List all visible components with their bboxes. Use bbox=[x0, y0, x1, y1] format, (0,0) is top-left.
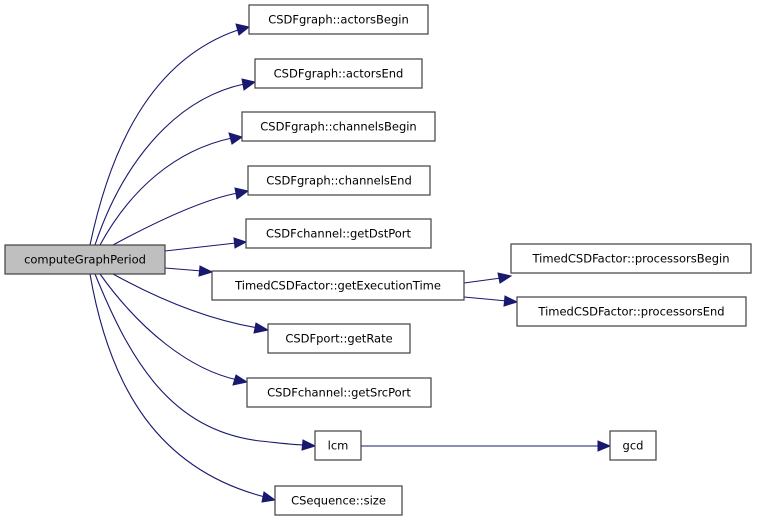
node-label: TimedCSDFactor::processorsEnd bbox=[537, 305, 724, 319]
node-label: TimedCSDFactor::getExecutionTime bbox=[234, 279, 441, 293]
arrowhead-icon bbox=[261, 491, 277, 503]
arrowhead-icon bbox=[301, 439, 317, 451]
edge-getExecutionTime-to-processorsEnd bbox=[463, 295, 519, 307]
edge-root-to-channelsBegin bbox=[99, 132, 244, 246]
arrowhead-icon bbox=[241, 78, 257, 91]
arrowhead-icon bbox=[597, 440, 612, 452]
edge-root-to-lcm bbox=[94, 273, 317, 451]
edge-root-to-size bbox=[89, 273, 277, 503]
node-label: CSDFchannel::getSrcPort bbox=[267, 386, 411, 400]
edge-root-to-getExecutionTime bbox=[164, 265, 214, 277]
edge-root-to-getDstPort bbox=[164, 237, 248, 252]
edge-root-to-channelsEnd bbox=[112, 187, 250, 246]
node-getRate[interactable]: CSDFport::getRate bbox=[267, 323, 411, 354]
node-channelsBegin[interactable]: CSDFgraph::channelsBegin bbox=[241, 111, 436, 142]
arrowhead-icon bbox=[228, 132, 244, 145]
node-getDstPort[interactable]: CSDFchannel::getDstPort bbox=[245, 218, 432, 249]
edge-root-to-actorsEnd bbox=[94, 78, 257, 246]
node-getExecutionTime[interactable]: TimedCSDFactor::getExecutionTime bbox=[211, 270, 465, 301]
node-actorsBegin[interactable]: CSDFgraph::actorsBegin bbox=[248, 4, 429, 35]
node-label: TimedCSDFactor::processorsBegin bbox=[531, 252, 729, 266]
node-label: CSDFgraph::actorsEnd bbox=[274, 67, 404, 81]
node-label: CSDFchannel::getDstPort bbox=[266, 227, 412, 241]
node-channelsEnd[interactable]: CSDFgraph::channelsEnd bbox=[247, 165, 431, 196]
node-actorsEnd[interactable]: CSDFgraph::actorsEnd bbox=[254, 58, 423, 89]
edge-root-to-actorsBegin bbox=[89, 23, 251, 246]
arrowhead-icon bbox=[235, 23, 251, 36]
node-label: CSequence::size bbox=[291, 494, 386, 508]
arrowhead-icon bbox=[234, 187, 250, 200]
arrowhead-icon bbox=[503, 295, 519, 307]
edges bbox=[89, 23, 612, 503]
node-gcd[interactable]: gcd bbox=[609, 430, 657, 461]
node-getSrcPort[interactable]: CSDFchannel::getSrcPort bbox=[246, 377, 432, 408]
node-label: CSDFgraph::actorsBegin bbox=[268, 13, 409, 27]
node-label: lcm bbox=[328, 439, 349, 453]
arrowhead-icon bbox=[232, 374, 249, 386]
arrowhead-icon bbox=[198, 265, 214, 277]
arrowhead-icon bbox=[233, 237, 248, 249]
nodes: computeGraphPeriod CSDFgraph::actorsBegi… bbox=[4, 4, 752, 516]
arrowhead-icon bbox=[497, 272, 513, 284]
node-lcm[interactable]: lcm bbox=[314, 430, 362, 461]
node-computeGraphPeriod[interactable]: computeGraphPeriod bbox=[4, 244, 166, 275]
node-size[interactable]: CSequence::size bbox=[274, 485, 403, 516]
node-label: gcd bbox=[623, 439, 644, 453]
node-label: computeGraphPeriod bbox=[24, 253, 146, 267]
node-label: CSDFgraph::channelsBegin bbox=[260, 120, 416, 134]
node-processorsEnd[interactable]: TimedCSDFactor::processorsEnd bbox=[516, 296, 747, 327]
edge-root-to-getSrcPort bbox=[99, 273, 249, 386]
arrowhead-icon bbox=[253, 322, 270, 334]
edge-lcm-to-gcd bbox=[361, 440, 612, 452]
node-label: CSDFgraph::channelsEnd bbox=[266, 174, 412, 188]
node-processorsBegin[interactable]: TimedCSDFactor::processorsBegin bbox=[510, 243, 752, 274]
edge-getExecutionTime-to-processorsBegin bbox=[463, 272, 513, 284]
node-label: CSDFport::getRate bbox=[285, 332, 392, 346]
edge-root-to-getRate bbox=[112, 273, 270, 334]
